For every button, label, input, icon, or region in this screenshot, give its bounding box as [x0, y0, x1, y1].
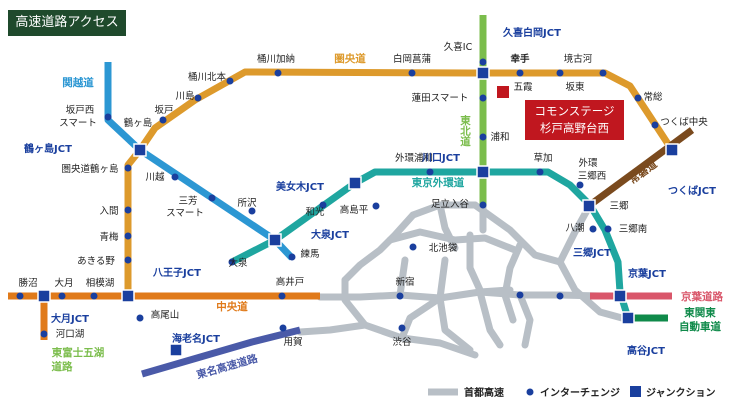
- label-soka: 草加: [533, 152, 552, 164]
- ken-o-expressway: [124, 68, 675, 295]
- label-kuki-ic: 久喜IC: [444, 41, 473, 53]
- label-satte: 幸手: [510, 53, 530, 65]
- map-title: 高速道路アクセス: [8, 10, 126, 36]
- label-ken-o-tsurugashima: 圏央道鶴ヶ島: [61, 163, 118, 175]
- road-label-higashi-fujigoko-1: 東富士五湖: [52, 346, 105, 359]
- label-ikebukuro: 北池袋: [429, 242, 458, 254]
- label-yashio: 八潮: [565, 222, 584, 234]
- label-okegawa-kita: 桶川北本: [188, 71, 227, 83]
- road-label-higashi-fujigoko-2: 道路: [52, 360, 73, 373]
- road-label-keiyo: 京葉道路: [681, 290, 723, 303]
- label-oizumi: 大泉: [228, 257, 248, 269]
- destination-box: コモンステージ 杉戸高野台西: [525, 100, 624, 140]
- jct-ebina: 海老名JCT: [172, 332, 220, 345]
- label-wako: 和光: [305, 206, 325, 218]
- junction-labels: 久喜白岡JCT 鶴ヶ島JCT 川口JCT 美女木JCT 大泉JCT 八王子JCT…: [24, 26, 716, 357]
- label-joso: 常総: [643, 91, 663, 103]
- road-label-kan-etsu: 関越道: [62, 76, 94, 89]
- label-tsurugashima: 鶴ヶ島: [124, 117, 153, 129]
- label-misato-nishi-2: 三郷西: [578, 171, 607, 182]
- road-label-higashi-kanto-2: 自動車道: [679, 320, 721, 333]
- label-urawa: 浦和: [490, 131, 509, 143]
- label-kawagoe: 川越: [145, 171, 165, 183]
- label-shiraoka-shobu: 白岡菖蒲: [393, 53, 431, 65]
- destination-line1: コモンステージ: [534, 104, 615, 118]
- road-label-chuo: 中央道: [216, 300, 248, 313]
- jct-kuki-shiraoka: 久喜白岡JCT: [502, 26, 561, 39]
- label-miyoshi: 三芳: [178, 195, 197, 207]
- label-goka: 五霞: [513, 82, 533, 93]
- label-adachi-iriya: 足立入谷: [431, 198, 470, 210]
- legend-shuto: 首都高速: [464, 386, 504, 399]
- label-katsunuma: 勝沼: [18, 277, 37, 289]
- interchange-points: [16, 58, 659, 338]
- jct-keiyo: 京葉JCT: [628, 267, 666, 280]
- jct-kawaguchi: 川口JCT: [421, 152, 460, 164]
- label-ome: 青梅: [99, 231, 119, 243]
- label-misato: 三郷: [609, 201, 629, 212]
- label-shinjuku: 新宿: [395, 276, 414, 288]
- label-akiruno: あきる野: [77, 256, 115, 267]
- label-tsukuba-chuo: つくば中央: [660, 116, 708, 128]
- legend: 首都高速 インターチェンジ ジャンクション: [428, 386, 716, 399]
- label-kawaguchiko: 河口湖: [56, 328, 85, 340]
- joban-expressway: [587, 127, 695, 208]
- legend-jct: ジャンクション: [646, 387, 716, 399]
- road-label-higashi-kanto-1: 東関東: [684, 306, 716, 319]
- label-nerima: 練馬: [300, 248, 319, 260]
- label-hasuda: 蓮田スマート: [412, 92, 469, 104]
- label-misato-minami: 三郷南: [619, 223, 648, 235]
- label-misato-nishi-1: 外環: [578, 157, 598, 169]
- label-bando: 坂東: [565, 81, 585, 93]
- shuto-expressway-network: [296, 201, 626, 359]
- label-yoga: 用賀: [283, 336, 302, 348]
- jct-misato: 三郷JCT: [573, 246, 611, 259]
- road-label-gaikan: 東京外環道: [412, 176, 465, 189]
- jct-oizumi: 大泉JCT: [311, 228, 349, 241]
- label-shibuya: 渋谷: [392, 336, 412, 348]
- label-sakado: 坂戸: [154, 105, 173, 116]
- jct-otsuki: 大月JCT: [51, 312, 89, 325]
- label-kawajima: 川島: [175, 90, 194, 102]
- label-gaikan-urawa: 外環浦和: [395, 152, 433, 164]
- label-otsuki: 大月: [54, 277, 73, 289]
- jct-tsurugashima: 鶴ヶ島JCT: [24, 142, 72, 155]
- label-sakaikoga: 境古河: [564, 53, 593, 65]
- label-sakado-nishi: 坂戸西: [66, 105, 95, 116]
- tomei-expressway: [141, 326, 301, 378]
- label-sagamiko: 相模湖: [86, 277, 115, 289]
- road-label-tohoku: 東北道: [459, 114, 471, 147]
- label-sakado-smart: スマート: [59, 118, 97, 129]
- jct-bijogi: 美女木JCT: [276, 180, 324, 193]
- label-takaido: 高井戸: [276, 276, 305, 288]
- junction-points: [37, 66, 679, 357]
- road-label-ken-o: 圏央道: [334, 52, 366, 65]
- destination-line2: 杉戸高野台西: [540, 121, 609, 135]
- label-takashimadaira: 高島平: [340, 204, 369, 216]
- label-tokorozawa: 所沢: [237, 197, 257, 209]
- destination-marker: [497, 86, 509, 98]
- legend-ic: インターチェンジ: [540, 387, 620, 399]
- jct-koya: 高谷JCT: [627, 344, 665, 357]
- jct-tsukuba: つくばJCT: [668, 184, 716, 197]
- label-okegawa-kano: 桶川加納: [257, 53, 295, 65]
- interchange-labels: 桶川加納 桶川北本 白岡菖蒲 久喜IC 幸手 五霞 境古河 坂東 常総 つくば中…: [18, 41, 708, 348]
- label-miyoshi-smart: スマート: [166, 208, 204, 219]
- label-takaosan: 高尾山: [151, 309, 180, 321]
- tokyo-gaikan-expressway: [230, 168, 632, 320]
- jct-hachioji: 八王子JCT: [152, 267, 201, 279]
- label-iruma: 入間: [99, 206, 118, 217]
